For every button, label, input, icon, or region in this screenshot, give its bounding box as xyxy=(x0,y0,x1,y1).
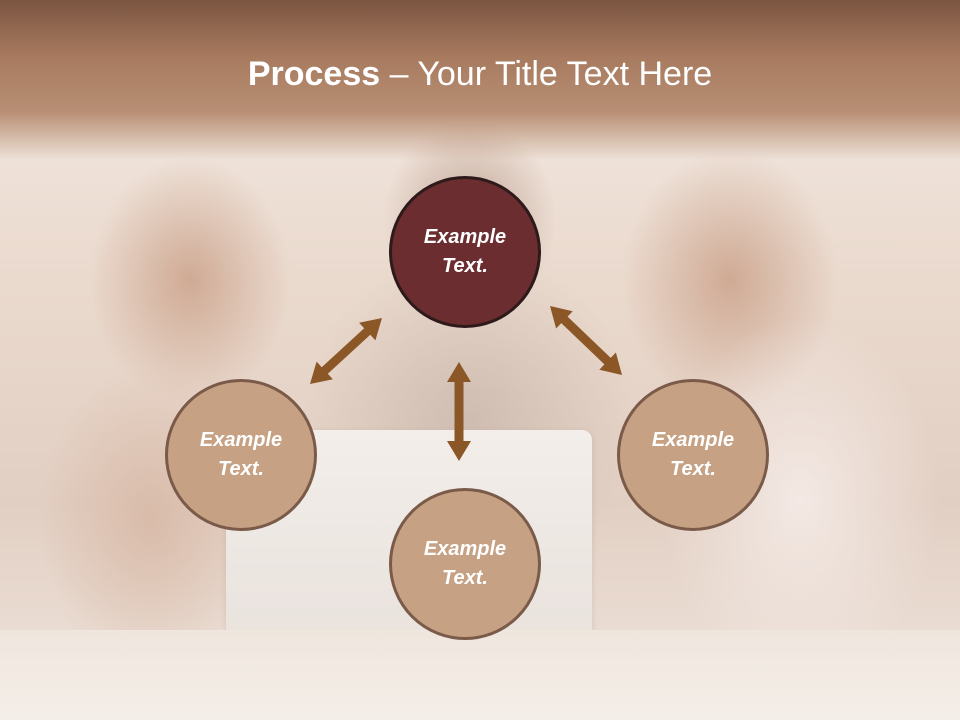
header-band xyxy=(0,0,960,160)
node-bottom-label: Example Text. xyxy=(423,538,507,589)
title-bold: Process xyxy=(247,55,381,93)
node-right-label: Example Text. xyxy=(651,429,735,480)
title-rest: – Your Title Text Here xyxy=(380,55,713,93)
node-top-label: Example Text. xyxy=(423,226,507,277)
node-right[interactable]: Example Text. xyxy=(617,379,769,531)
arrow-top-bottom[interactable] xyxy=(447,362,471,461)
table-surface xyxy=(0,630,960,720)
node-bottom[interactable]: Example Text. xyxy=(389,488,541,640)
slide-title[interactable]: Process – Your Title Text Here xyxy=(0,52,960,96)
node-left[interactable]: Example Text. xyxy=(165,379,317,531)
node-top[interactable]: Example Text. xyxy=(389,176,541,328)
arrow-top-left[interactable] xyxy=(310,318,382,384)
arrow-top-right[interactable] xyxy=(550,306,622,375)
node-left-label: Example Text. xyxy=(199,429,283,480)
